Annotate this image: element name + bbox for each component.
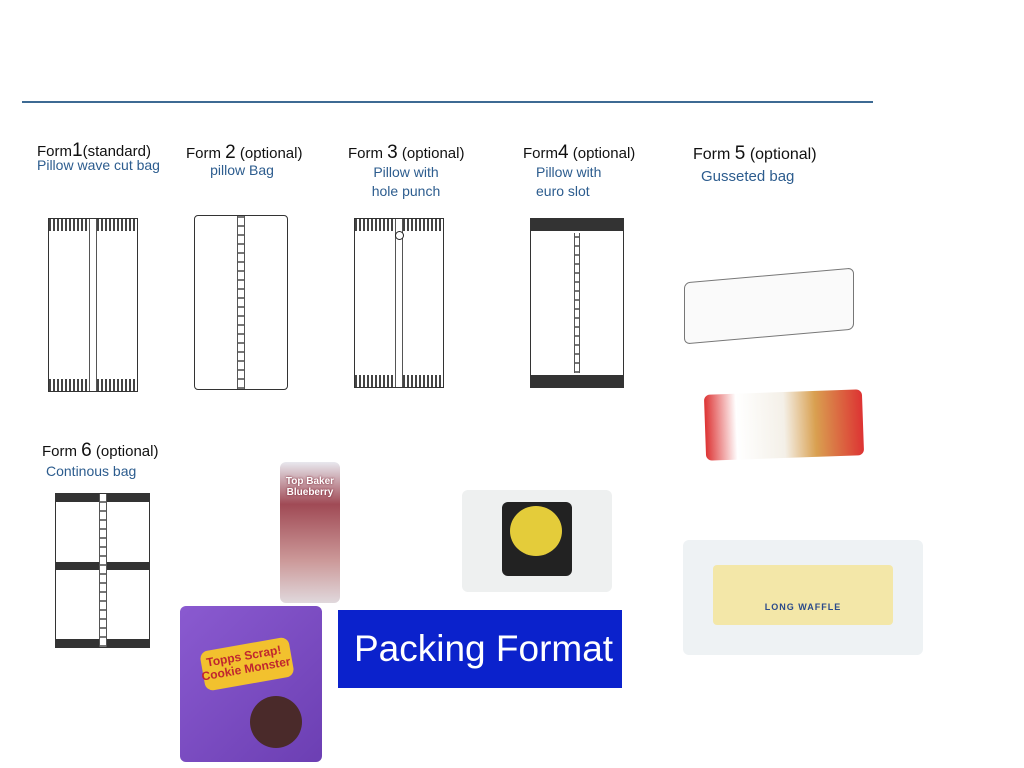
form-4-bag-illustration [530, 218, 624, 388]
form-1-bag-illustration [48, 218, 138, 392]
form-6-continuous-bag-illustration [55, 493, 150, 648]
packing-format-banner-text: Packing Format [354, 628, 614, 669]
blueberry-bread-logo-text: Top Baker Blueberry [285, 476, 335, 498]
form-6-title: Form 6 (optional) [42, 440, 159, 461]
form-3-title: Form 3 (optional) [348, 142, 465, 163]
form-2-subtitle: pillow Bag [210, 162, 274, 178]
header-divider [22, 101, 873, 103]
form-2-title: Form 2 (optional) [186, 142, 303, 163]
form-5-gusseted-bag-illustration [684, 267, 854, 345]
form-3-subtitle: Pillow with hole punch [371, 164, 441, 199]
long-waffle-logo-text: Long Waffle [764, 602, 842, 612]
form-4-subtitle: Pillow with euro slot [536, 164, 602, 199]
form-5-title: Form 5 (optional) [693, 143, 817, 164]
biscuit-pack-product-image [703, 389, 865, 461]
form-1-title: Form1(standard) [37, 140, 151, 161]
mooncake-tray-product-image [462, 490, 612, 592]
topps-cookie-monster-product-image: Topps Scrap! Cookie Monster [180, 606, 322, 762]
form-1-subtitle: Pillow wave cut bag [37, 157, 160, 173]
form-5-subtitle: Gusseted bag [701, 168, 795, 185]
form-4-title: Form4 (optional) [523, 142, 636, 163]
blueberry-bread-product-image: Top Baker Blueberry [280, 462, 340, 603]
form-6-subtitle: Continous bag [46, 463, 137, 479]
form-2-bag-illustration [194, 215, 288, 390]
long-waffle-product-image: Long Waffle [683, 540, 923, 655]
form-3-bag-illustration [354, 218, 444, 388]
packing-format-banner: Packing Format [338, 610, 622, 688]
